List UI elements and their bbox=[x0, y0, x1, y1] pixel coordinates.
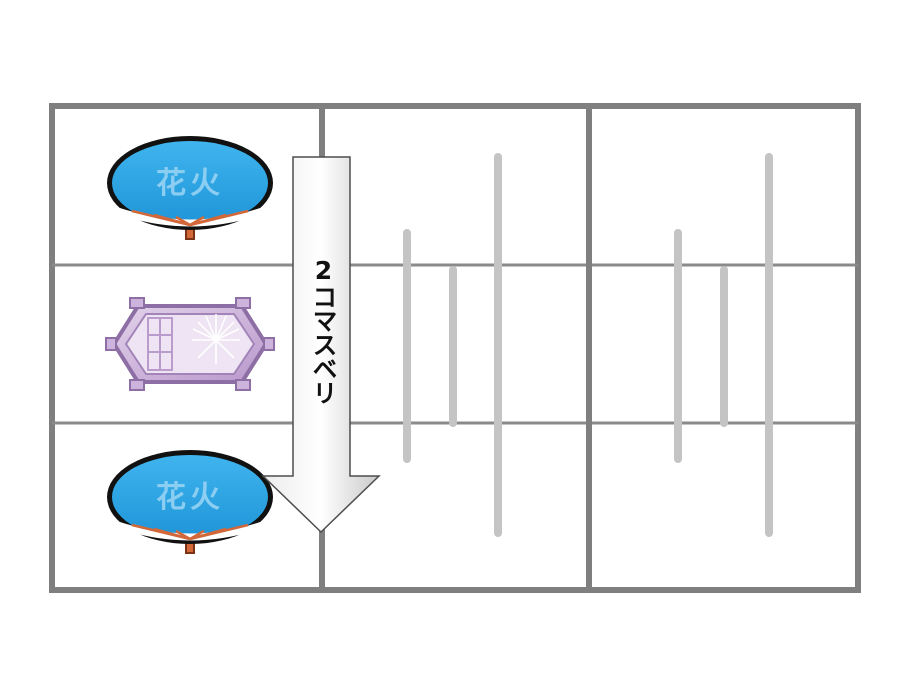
reel-right-bars bbox=[674, 153, 773, 537]
slip-arrow-label: 2コマスベリ bbox=[309, 256, 338, 404]
reel-left-symbol-bottom: 花火 bbox=[105, 448, 275, 555]
reel-middle-bars bbox=[403, 153, 502, 537]
fan-label: 花火 bbox=[156, 166, 224, 201]
fan-label: 花火 bbox=[156, 480, 224, 515]
slip-arrow bbox=[261, 156, 381, 534]
reel-left-symbol-top: 花火 bbox=[105, 134, 275, 241]
slip-arrow-shape bbox=[261, 156, 381, 534]
